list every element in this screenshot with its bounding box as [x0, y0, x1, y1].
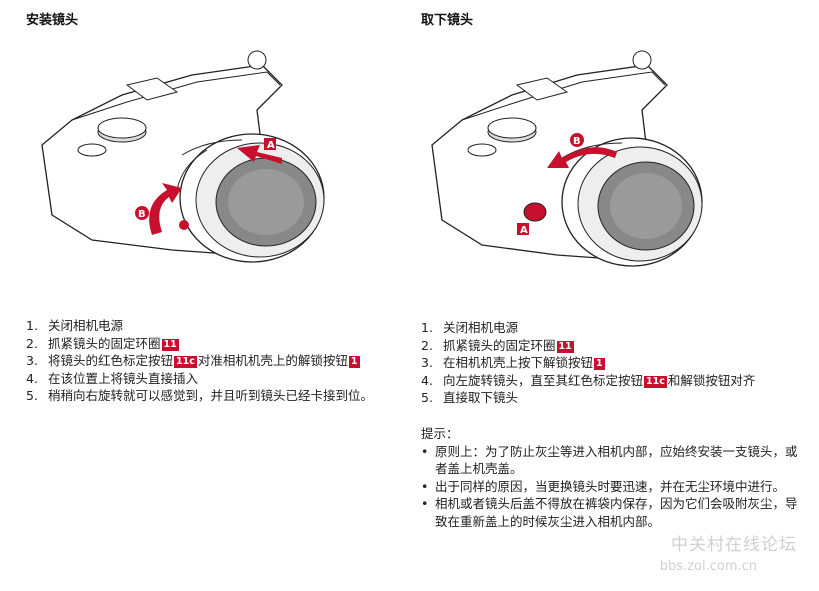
bullet-icon: • — [421, 496, 429, 511]
ref-badge: 11 — [556, 340, 574, 353]
camera-top-plate — [71, 71, 281, 121]
label-a: A — [267, 140, 275, 151]
release-button — [523, 202, 547, 222]
watermark-url: bbs.zol.com.cn — [659, 559, 757, 574]
ref-badge: 1 — [594, 358, 605, 370]
viewfinder — [515, 77, 569, 101]
insert-arrow-a — [237, 145, 282, 164]
bullet-icon: • — [421, 478, 429, 494]
mount-lens-heading: 安装镜头 — [26, 13, 79, 28]
list-item: 4.在该位置上将镜头直接插入 — [26, 370, 199, 386]
ref-badge: 11 — [161, 338, 179, 351]
list-item: •相机或者镜头后盖不得放在裤袋内保存，因为它们会吸附灰尘，导致在重新盖上的时候灰… — [421, 496, 798, 529]
list-item: •出于同样的原因，当更换镜头时要迅速，并在无尘环境中进行。 — [421, 478, 786, 494]
camera-mount-illustration: A B — [41, 50, 325, 263]
ref-badge: 1 — [348, 356, 360, 368]
shutter-button — [467, 143, 497, 157]
label-b: B — [573, 136, 581, 147]
red-index-dot — [179, 220, 189, 230]
list-item: •原则上：为了防止灰尘等进入相机内部，应始终安装一支镜头，或者盖上机壳盖。 — [421, 443, 798, 477]
viewfinder — [125, 77, 179, 101]
label-b: B — [138, 209, 146, 220]
bullet-icon: • — [421, 443, 429, 459]
rotate-arrow-b — [547, 147, 617, 168]
camera-remove-illustration: B A — [431, 50, 703, 267]
list-item: 1.关闭相机电源 — [421, 320, 519, 335]
remove-lens-heading: 取下镜头 — [421, 13, 474, 28]
shutter-button — [77, 143, 107, 157]
tips-list: •原则上：为了防止灰尘等进入相机内部，应始终安装一支镜头，或者盖上机壳盖。 •出… — [421, 443, 801, 531]
list-item: 5.直接取下镜头 — [421, 390, 519, 405]
watermark: 中关村在线论坛 — [671, 535, 797, 555]
list-item: 5.稍稍向右旋转就可以感觉到，并且听到镜头已经卡接到位。 — [26, 388, 374, 403]
tips-title: 提示： — [421, 426, 459, 441]
tips-section: 提示： •原则上：为了防止灰尘等进入相机内部，应始终安装一支镜头，或者盖上机壳盖… — [421, 425, 801, 530]
list-item: 1.关闭相机电源 — [26, 318, 124, 333]
ref-badge: 11c — [174, 356, 197, 368]
rotate-arrow-b — [149, 183, 182, 235]
label-a: A — [520, 225, 528, 236]
ref-badge: 11c — [644, 375, 667, 388]
